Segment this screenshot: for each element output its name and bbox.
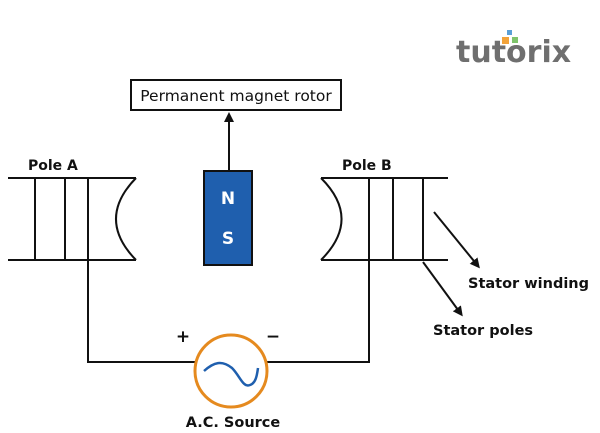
magnet-south-label: S: [222, 229, 234, 249]
magnet-north-label: N: [221, 189, 235, 209]
permanent-magnet: N S: [203, 170, 253, 266]
logo-text: tutorix: [456, 35, 571, 70]
logo-dot-green: [512, 37, 518, 43]
rotor-label-box: Permanent magnet rotor: [130, 79, 342, 111]
ac-source-label: A.C. Source: [186, 415, 281, 431]
stator-winding-arrow: [433, 211, 480, 269]
pole-b-face: [320, 177, 343, 261]
pole-a: [8, 177, 137, 261]
rotor-label: Permanent magnet rotor: [140, 87, 332, 105]
ac-source: [193, 333, 269, 409]
pole-b: [320, 177, 448, 261]
logo-dot-orange: [502, 37, 509, 44]
tutorix-logo: tutorix: [456, 30, 571, 70]
pole-a-face: [115, 177, 137, 261]
stator-poles-arrow: [422, 261, 463, 317]
stator-poles-label: Stator poles: [433, 323, 533, 339]
sine-wave-icon: [203, 361, 260, 387]
circuit-wires: [87, 260, 370, 363]
pole-b-label: Pole B: [342, 158, 392, 174]
pole-a-label: Pole A: [28, 158, 78, 174]
stator-winding-label: Stator winding: [468, 276, 589, 292]
minus-terminal: −: [266, 327, 280, 347]
logo-dot-blue: [507, 30, 512, 35]
ac-source-ring: [193, 333, 269, 409]
plus-terminal: +: [176, 327, 190, 347]
